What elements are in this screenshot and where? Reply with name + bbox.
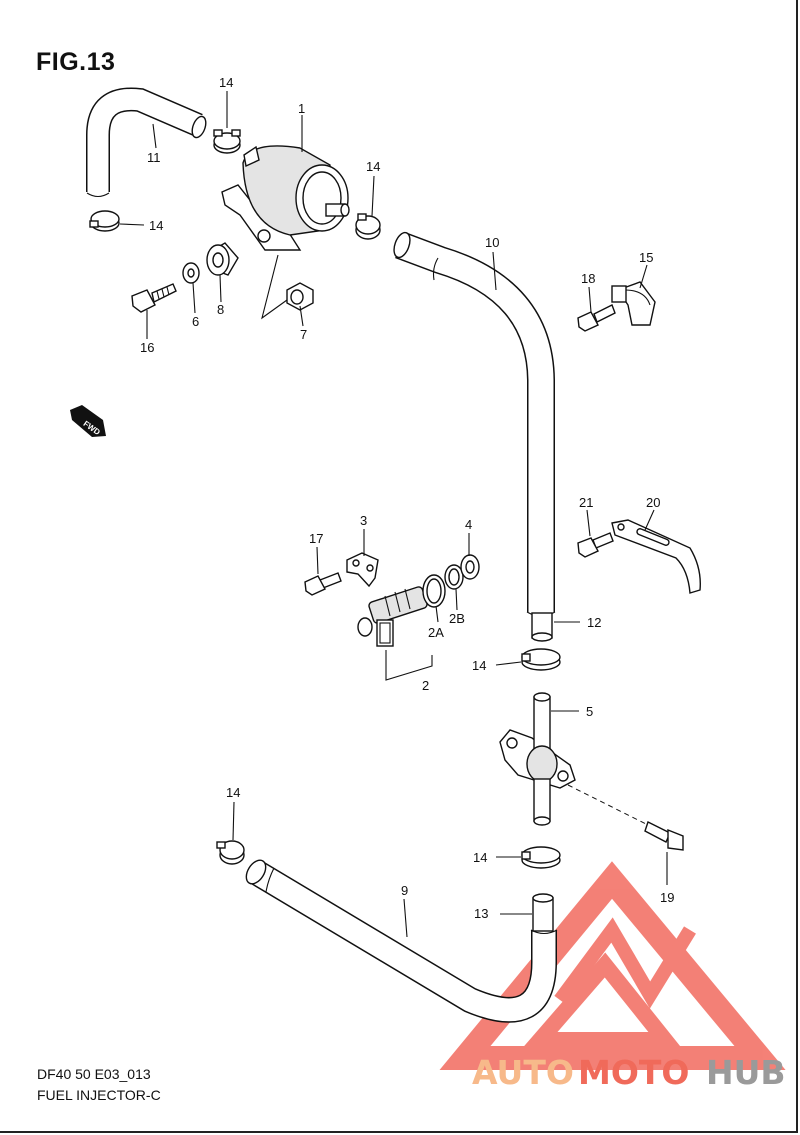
- clamp-14-mid: [355, 213, 381, 240]
- callout-2b: 2B: [449, 611, 465, 626]
- callout-19: 19: [660, 890, 674, 905]
- watermark-text-auto: AUTO: [472, 1053, 574, 1092]
- callout-2: 2: [422, 678, 429, 693]
- washer-6: [182, 262, 200, 284]
- callout-1: 1: [298, 101, 305, 116]
- leader-7-8: [261, 254, 288, 320]
- clamp-14-bottom-left: [216, 840, 245, 865]
- o-ring-2a: [422, 574, 446, 608]
- callout-14-lower: 14: [472, 658, 486, 673]
- callout-13: 13: [474, 906, 488, 921]
- fuel-filter-1: [221, 145, 350, 251]
- pipe-12: [531, 612, 553, 642]
- callout-6: 6: [192, 314, 199, 329]
- figure-description: FUEL INJECTOR-C: [37, 1087, 161, 1103]
- fitting-5: [499, 692, 576, 826]
- callout-labels: 1 2 2A 2B 3 4 5 6 7 8 9 10 11 12 13 14 1…: [140, 75, 674, 921]
- leader-lines: [119, 91, 668, 938]
- watermark-text-moto: MOTO: [578, 1053, 689, 1092]
- pipe-13: [530, 893, 558, 935]
- grommet-8: [206, 242, 239, 276]
- leader-2: [385, 650, 433, 681]
- callout-20: 20: [646, 495, 660, 510]
- watermark-text-hub: HUB: [706, 1053, 786, 1092]
- callout-14-left: 14: [149, 218, 163, 233]
- clamp-14-bottom-right: [521, 846, 561, 869]
- clip-15: [611, 281, 656, 326]
- callout-7: 7: [300, 327, 307, 342]
- callout-11: 11: [147, 150, 161, 165]
- callout-18: 18: [581, 271, 595, 286]
- callout-14-mid: 14: [366, 159, 380, 174]
- callout-16: 16: [140, 340, 154, 355]
- callout-9: 9: [401, 883, 408, 898]
- hose-11: [86, 87, 207, 198]
- bolt-19: [644, 821, 684, 851]
- clamp-14-lower: [521, 648, 561, 671]
- callout-14-bottom-right: 14: [473, 850, 487, 865]
- figure-title: FIG.13: [36, 48, 116, 76]
- bracket-20: [611, 519, 701, 594]
- callout-15: 15: [639, 250, 653, 265]
- callout-14-bottom-left: 14: [226, 785, 240, 800]
- callout-21: 21: [579, 495, 593, 510]
- watermark-logo: [439, 861, 786, 1070]
- fwd-arrow: FWD: [70, 405, 106, 437]
- collar-7: [286, 282, 314, 311]
- callout-12: 12: [587, 615, 601, 630]
- callout-2a: 2A: [428, 625, 444, 640]
- figure-code: DF40 50 E03_013: [37, 1066, 151, 1082]
- callout-17: 17: [309, 531, 323, 546]
- fuel-injector-2: [357, 586, 428, 647]
- plate-3: [346, 552, 379, 588]
- callout-14-top: 14: [219, 75, 233, 90]
- callout-3: 3: [360, 513, 367, 528]
- clamp-14-top: [213, 129, 241, 154]
- callout-8: 8: [217, 302, 224, 317]
- hose-9: [245, 859, 558, 1023]
- callout-4: 4: [465, 517, 472, 532]
- clamp-14-left: [89, 210, 120, 232]
- bolt-18: [577, 304, 616, 332]
- o-ring-2b: [444, 564, 464, 590]
- bolt-21: [577, 532, 614, 558]
- bolt-16: [131, 283, 177, 313]
- leader-19: [567, 784, 651, 827]
- watermark-text: AUTO MOTO HUB: [472, 1053, 786, 1092]
- bolt-17: [304, 572, 342, 596]
- callout-10: 10: [485, 235, 499, 250]
- callout-5: 5: [586, 704, 593, 719]
- hose-10: [393, 231, 556, 617]
- seal-4: [460, 554, 480, 580]
